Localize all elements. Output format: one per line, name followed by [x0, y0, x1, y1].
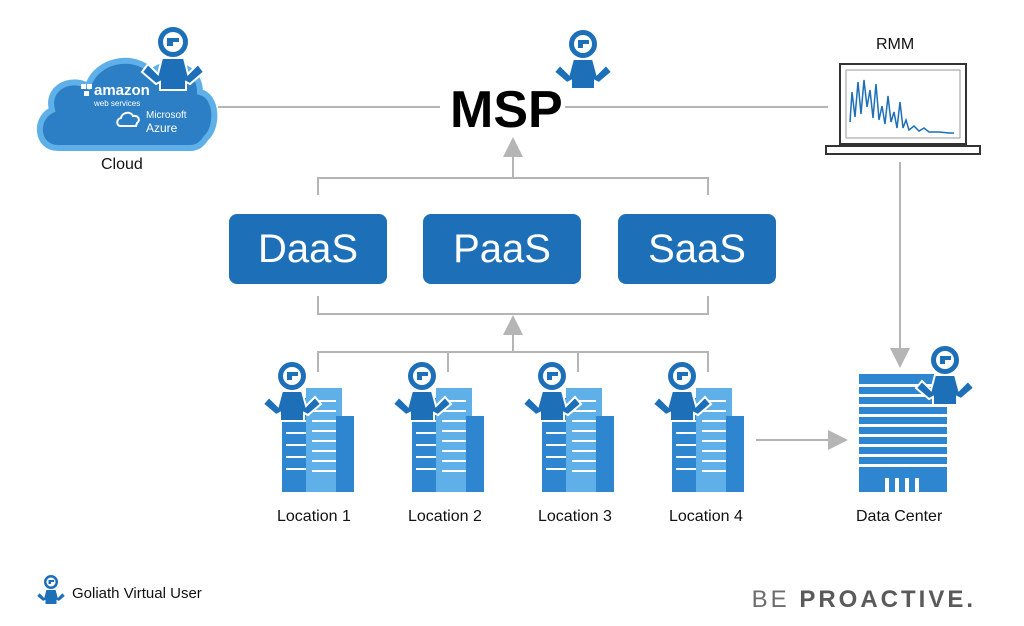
aws-cubes-icon [81, 84, 92, 96]
azure-cloud-icon [116, 111, 140, 127]
cloud-caption: Cloud [101, 156, 143, 173]
service-box-paas: PaaS [423, 214, 581, 284]
data-center-icon [859, 344, 976, 492]
location-building-2 [392, 360, 484, 492]
data-center-label: Data Center [856, 508, 943, 525]
microsoft-name: Microsoft [146, 110, 187, 121]
goliath-user-icon [36, 574, 66, 605]
location-building-1 [262, 360, 354, 492]
location-label-3: Location 3 [538, 508, 612, 525]
location-label-2: Location 2 [408, 508, 482, 525]
tagline-part1: BE [751, 586, 800, 613]
service-box-daas: DaaS [229, 214, 387, 284]
aws-name: amazon [94, 82, 150, 99]
goliath-user-icon [553, 28, 613, 90]
msp-title: MSP [450, 81, 563, 139]
azure-name: Azure [146, 121, 178, 135]
service-box-saas: SaaS [618, 214, 776, 284]
location-label-4: Location 4 [669, 508, 743, 525]
location-label-1: Location 1 [277, 508, 351, 525]
aws-sub: web services [94, 99, 141, 108]
tagline-part2: PROACTIVE. [799, 586, 976, 613]
location-building-4 [652, 360, 744, 492]
tagline: BE PROACTIVE. [752, 586, 976, 614]
goliath-user-icon [140, 25, 206, 91]
laptop-icon [825, 63, 981, 155]
legend-label: Goliath Virtual User [72, 585, 202, 602]
rmm-label: RMM [876, 36, 915, 53]
location-building-3 [522, 360, 614, 492]
